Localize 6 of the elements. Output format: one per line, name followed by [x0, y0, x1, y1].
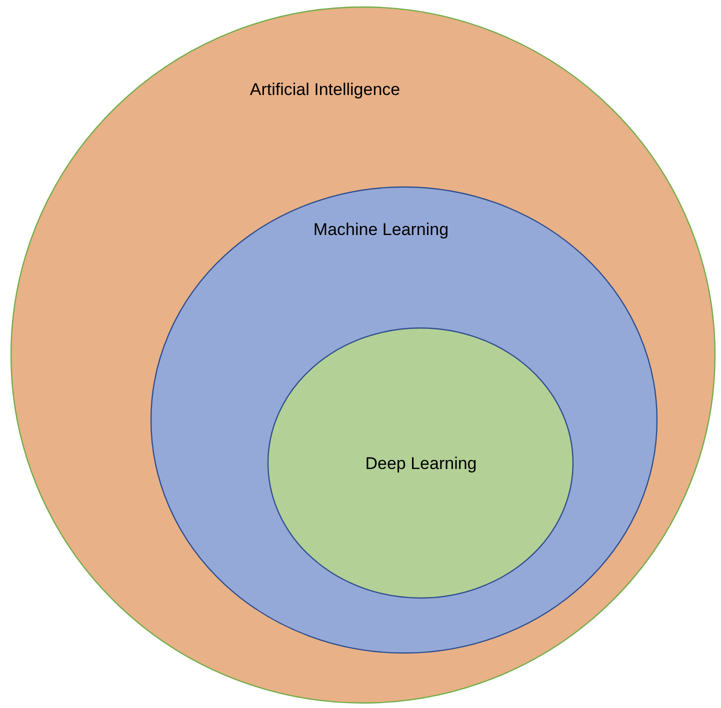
- ellipse-region: [150, 186, 658, 654]
- region-label: Artificial Intelligence: [250, 80, 400, 100]
- ellipse-region: [10, 6, 716, 704]
- region-label: Machine Learning: [313, 220, 449, 240]
- region-label: Deep Learning: [365, 454, 477, 474]
- ellipse-region: [267, 327, 574, 599]
